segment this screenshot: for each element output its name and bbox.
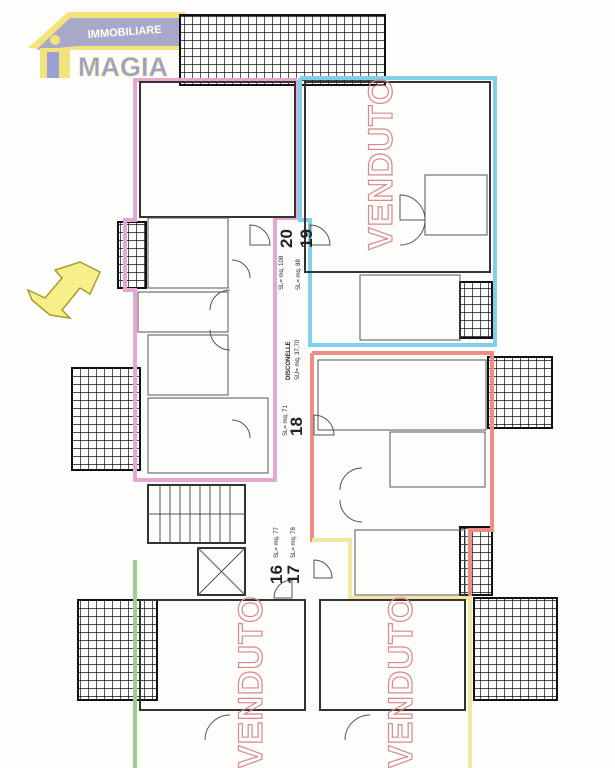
unit-area-16: SL= mq. 77 [274, 526, 280, 558]
sold-label-unit-16: VENDUTO [232, 595, 270, 768]
elevator [197, 547, 246, 596]
unit-area-20: SL= mq. 108 [279, 255, 285, 290]
balconies [71, 14, 558, 701]
staircase [147, 484, 246, 544]
unit-area-19: SL= mq. 88 [296, 258, 302, 290]
unit-area-18: SL= mq. 71 [283, 404, 289, 436]
entrance-arrow-icon [26, 261, 101, 320]
logo-text-line2: MAGIA [78, 52, 168, 82]
storage-area: SU= mq. 37,70 [295, 339, 301, 380]
sold-labels: VENDUTO VENDUTO VENDUTO [231, 77, 420, 768]
unit-labels: 20 19 SL= mq. 108 SL= mq. 88 DISCONELLE … [267, 229, 316, 584]
interior-walls [137, 81, 491, 741]
doors [204, 194, 426, 741]
sold-label-unit-19: VENDUTO [362, 77, 400, 250]
unit-area-17: SL= mq. 78 [291, 526, 297, 558]
unit-number-20: 20 [277, 229, 296, 248]
logo-text-line1: IMMOBILIARE [87, 24, 162, 41]
storage-title: DISCONELLE [286, 341, 292, 380]
unit-outlines [123, 76, 497, 768]
agency-logo: IMMOBILIARE MAGIA [28, 12, 195, 82]
unit-number-19: 19 [297, 229, 316, 248]
unit-number-16: 16 [267, 565, 286, 584]
sold-label-unit-17: VENDUTO [382, 595, 420, 768]
unit-number-18: 18 [287, 417, 306, 436]
unit-number-17: 17 [284, 565, 303, 584]
